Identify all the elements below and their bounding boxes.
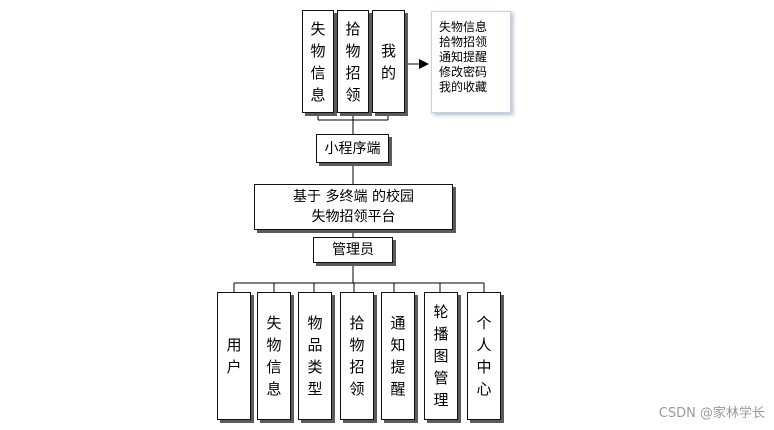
admin-module-box-3: 物品类型 (298, 292, 332, 420)
note-item: 通知提醒 (439, 50, 488, 64)
admin-module-box-4: 拾物招领 (340, 292, 374, 420)
admin-module-label: 拾物招领 (349, 314, 365, 398)
admin-module-label: 个人中心 (476, 314, 492, 398)
note-item: 修改密码 (439, 65, 488, 79)
module-box-top-3: 我的 (372, 10, 405, 113)
admin-module-label: 轮播图管理 (433, 303, 449, 409)
note-item: 我的收藏 (439, 80, 488, 94)
admin-module-box-5: 通知提醒 (381, 292, 415, 420)
mini-program-label: 小程序端 (324, 140, 381, 157)
admin-label: 管理员 (332, 242, 374, 258)
module-label: 失物信息 (310, 19, 326, 104)
platform-label: 基于 多终端 的校园 失物招领平台 (293, 189, 414, 225)
admin-module-box-7: 个人中心 (467, 292, 501, 420)
platform-box: 基于 多终端 的校园 失物招领平台 (254, 184, 453, 230)
admin-box: 管理员 (313, 237, 393, 263)
note-item: 失物信息 (439, 20, 488, 34)
note-item: 拾物招领 (439, 35, 488, 49)
admin-module-label: 用户 (226, 336, 242, 376)
admin-module-box-1: 用户 (217, 292, 251, 420)
watermark: CSDN @家林学长 (658, 406, 765, 421)
admin-module-label: 通知提醒 (390, 314, 406, 398)
admin-module-box-6: 轮播图管理 (424, 292, 458, 420)
module-box-top-1: 失物信息 (302, 10, 334, 113)
module-label: 拾物招领 (345, 19, 361, 104)
admin-module-label: 失物信息 (266, 314, 282, 398)
module-box-top-2: 拾物招领 (337, 10, 369, 113)
module-label: 我的 (381, 41, 397, 82)
mini-program-box: 小程序端 (316, 134, 389, 163)
feature-note: 失物信息 拾物招领 通知提醒 修改密码 我的收藏 (431, 11, 511, 113)
admin-module-label: 物品类型 (307, 314, 323, 398)
admin-module-box-2: 失物信息 (257, 292, 291, 420)
